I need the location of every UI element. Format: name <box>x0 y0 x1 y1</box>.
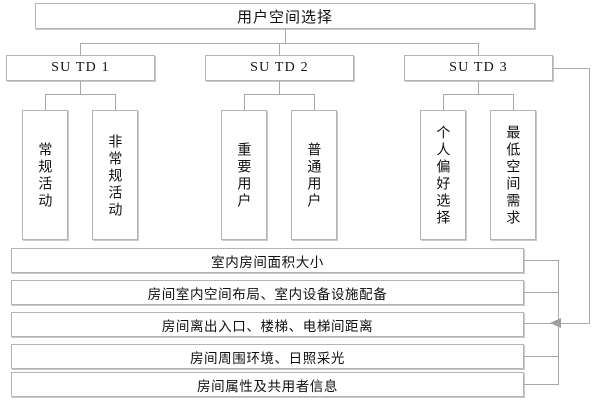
attribute-row-distance-access[interactable]: 房间离出入口、楼梯、电梯间距离 <box>11 312 524 337</box>
connector-sutd3-drop-left <box>443 94 444 110</box>
attribute-row-layout-equipment[interactable]: 房间室内空间布局、室内设备设施配备 <box>11 280 524 305</box>
connector-attr-stub-1 <box>524 260 559 261</box>
connector-drop-sutd3 <box>478 43 479 55</box>
connector-sutd1-drop-left <box>45 94 46 110</box>
attribute-row-area-size[interactable]: 室内房间面积大小 <box>11 248 524 273</box>
connector-root-stem <box>285 29 286 43</box>
node-important-user[interactable]: 重要用户 <box>221 110 267 240</box>
connector-drop-sutd1 <box>80 43 81 55</box>
connector-drop-sutd2 <box>279 43 280 55</box>
connector-sutd3-feedback-out <box>553 68 590 69</box>
connector-sutd1-stem <box>80 81 81 94</box>
node-ordinary-user[interactable]: 普通用户 <box>291 110 337 240</box>
connector-attr-stub-5 <box>524 384 559 385</box>
connector-sutd2-bus <box>244 94 315 95</box>
connector-attr-stub-3 <box>524 323 559 324</box>
connector-sutd1-bus <box>45 94 116 95</box>
connector-sutd3-drop-right <box>513 94 514 110</box>
attribute-row-environment-daylight[interactable]: 房间周围环境、日照采光 <box>11 344 524 369</box>
node-regular-activity[interactable]: 常规活动 <box>22 110 68 240</box>
connector-sutd2-drop-right <box>314 94 315 110</box>
node-sutd-2[interactable]: SU TD 2 <box>205 55 354 81</box>
connector-feedback-in <box>561 323 590 324</box>
connector-sutd1-drop-right <box>115 94 116 110</box>
node-personal-preference[interactable]: 个人偏好选择 <box>420 110 466 240</box>
node-sutd-3[interactable]: SU TD 3 <box>404 55 553 81</box>
connector-feedback-vertical <box>589 68 590 323</box>
node-irregular-activity[interactable]: 非常规活动 <box>92 110 138 240</box>
connector-attr-stub-4 <box>524 356 559 357</box>
connector-sutd2-drop-left <box>244 94 245 110</box>
connector-attr-stub-2 <box>524 292 559 293</box>
node-root[interactable]: 用户空间选择 <box>35 3 535 29</box>
connector-sutd3-stem <box>478 81 479 94</box>
connector-sutd3-bus <box>443 94 514 95</box>
attribute-row-property-sharer[interactable]: 房间属性及共用者信息 <box>11 372 524 397</box>
connector-attribute-bus <box>558 260 559 384</box>
node-minimum-space-need[interactable]: 最低空间需求 <box>490 110 536 240</box>
connector-sutd2-stem <box>279 81 280 94</box>
node-sutd-1[interactable]: SU TD 1 <box>6 55 155 81</box>
